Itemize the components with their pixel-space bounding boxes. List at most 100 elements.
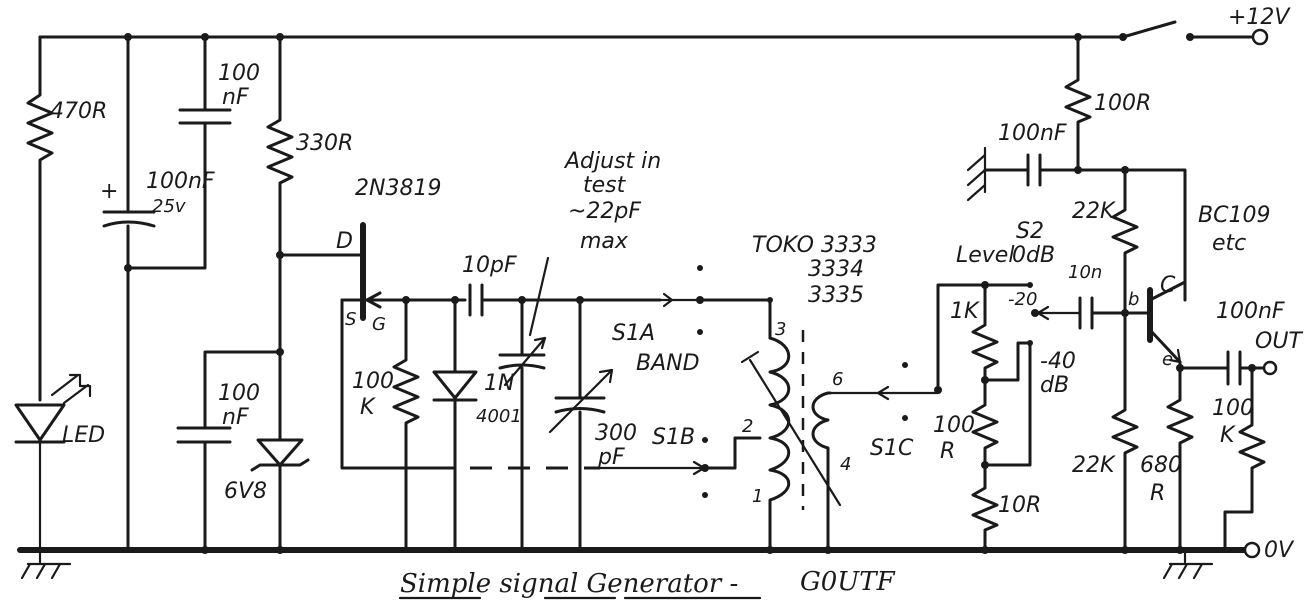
diode-label-2: 4001 [476, 406, 522, 427]
c-top-plates [178, 108, 232, 125]
r-100r-att-label-2: R [940, 439, 955, 464]
supply-ground-label: 0V [1264, 538, 1295, 563]
toko-label-1: TOKO 3333 [752, 233, 877, 258]
zener-symbol [250, 438, 310, 552]
r-330-resistor [266, 35, 294, 442]
r-680r-label-2: R [1150, 481, 1165, 506]
r-100k-gate-label-1: 100 [352, 369, 394, 394]
zero-db-label: 0dB [1012, 243, 1055, 268]
c-out-plates [1226, 350, 1242, 386]
diode-label-1: 1N [484, 371, 514, 396]
r-10r-label: 10R [998, 493, 1041, 518]
led-label: LED [62, 423, 105, 448]
ground-terminal: 0V [1243, 538, 1295, 563]
r-330-label: 330R [296, 131, 353, 156]
c-bot-label-2: nF [222, 405, 249, 430]
r-22k-bot [1111, 311, 1139, 552]
varcap-label-1: 300 [595, 421, 637, 446]
c-top-label-2: nF [222, 85, 249, 110]
r-1k-label: 1K [950, 299, 980, 324]
r-100k-gate-label-2: K [360, 395, 376, 420]
s1c-switch [828, 283, 987, 421]
r-100k-gate [392, 298, 420, 552]
r-100r-top-label: 100R [1094, 91, 1151, 116]
r-100r-top [1064, 35, 1092, 172]
jfet-s-label: S [345, 309, 356, 330]
level-label: Level [956, 243, 1014, 268]
r-100k-out [1223, 366, 1266, 552]
bjt-label-1: BC109 [1198, 203, 1270, 228]
c-elec-label-1: 100nF [146, 169, 215, 194]
trimmer-label-1: Adjust in [563, 149, 661, 174]
r-22k-top [1111, 168, 1139, 315]
ground-symbol-right [1162, 550, 1214, 580]
c-elec-plates [102, 210, 156, 228]
c-bot-plates [176, 426, 232, 444]
varcap-label-2: pF [597, 445, 625, 470]
r-100r-att-label-1: 100 [933, 413, 975, 438]
db-label: dB [1040, 373, 1069, 398]
c-elec-label-2: 25v [152, 196, 186, 217]
pin-1-label: 1 [752, 486, 763, 507]
out-label: OUT [1255, 329, 1303, 354]
r-10r [971, 463, 999, 552]
trimmer-label-3: ~22pF [568, 199, 641, 224]
s1c-label: S1C [870, 436, 914, 461]
jfet-symbol [340, 222, 467, 321]
toko-label-2: 3334 [808, 257, 864, 282]
s2-level-switch [983, 282, 1082, 467]
r-22k-bot-label: 22K [1072, 453, 1116, 478]
r-1k [971, 283, 1032, 380]
c-out-label: 100nF [1216, 299, 1285, 324]
s1b-switch [598, 436, 762, 498]
c-10pf-plates [468, 283, 484, 317]
s1a-label: S1A [612, 321, 655, 346]
toko-label-3: 3335 [808, 283, 864, 308]
r-680r [1166, 366, 1194, 552]
jfet-d-label: D [336, 229, 353, 254]
c-bot-wire [203, 350, 282, 552]
supply-positive-label: +12V [1228, 5, 1291, 30]
r-led-resistor [26, 35, 54, 402]
minus-20-label: -20 [1008, 289, 1037, 310]
pin-3-label: 3 [775, 319, 786, 340]
minus-40-label: -40 [1040, 349, 1076, 374]
pin-4-label: 4 [840, 454, 851, 475]
r-22k-top-label: 22K [1072, 199, 1116, 224]
jfet-g-label: G [372, 314, 386, 335]
collector-supply [1076, 168, 1187, 302]
bjt-b-label: b [1128, 289, 1139, 310]
author-label: G0UTF [800, 567, 896, 597]
s1a-switch [658, 265, 773, 340]
trimmer-symbol [498, 256, 550, 552]
led-symbol [14, 373, 92, 552]
c-bot-label-1: 100 [218, 381, 260, 406]
s2-label: S2 [1016, 219, 1044, 244]
r-100k-out-label-1: 100 [1212, 396, 1254, 421]
trimmer-label-2: test [583, 173, 627, 198]
power-switch: +12V [1119, 5, 1291, 46]
bjt-c-label: C [1160, 273, 1176, 298]
ground-symbol-left [20, 550, 72, 580]
s1b-label: S1B [652, 425, 695, 450]
bjt-e-label: e [1162, 349, 1173, 370]
emitter-wire [1178, 360, 1230, 370]
c-10n-plates [1078, 296, 1094, 330]
pin-2-label: 2 [742, 416, 753, 437]
r-680r-label-1: 680 [1140, 453, 1182, 478]
varcap-symbol [548, 298, 614, 552]
r-100r-att [971, 378, 999, 467]
c-top-label-1: 100 [218, 61, 260, 86]
c-elec-plus: + [100, 179, 118, 204]
chassis-ground-symbol [966, 146, 987, 202]
toko-coil [740, 330, 842, 552]
source-loop-wire [340, 298, 434, 470]
zener-label: 6V8 [224, 479, 267, 504]
diode-symbol [432, 298, 478, 552]
diagram-title: Simple signal Generator - [400, 569, 738, 599]
r-led-label: 470R [50, 99, 107, 124]
pin-6-label: 6 [832, 369, 843, 390]
trimmer-label-4: max [580, 229, 629, 254]
c-top-wire [126, 35, 207, 270]
